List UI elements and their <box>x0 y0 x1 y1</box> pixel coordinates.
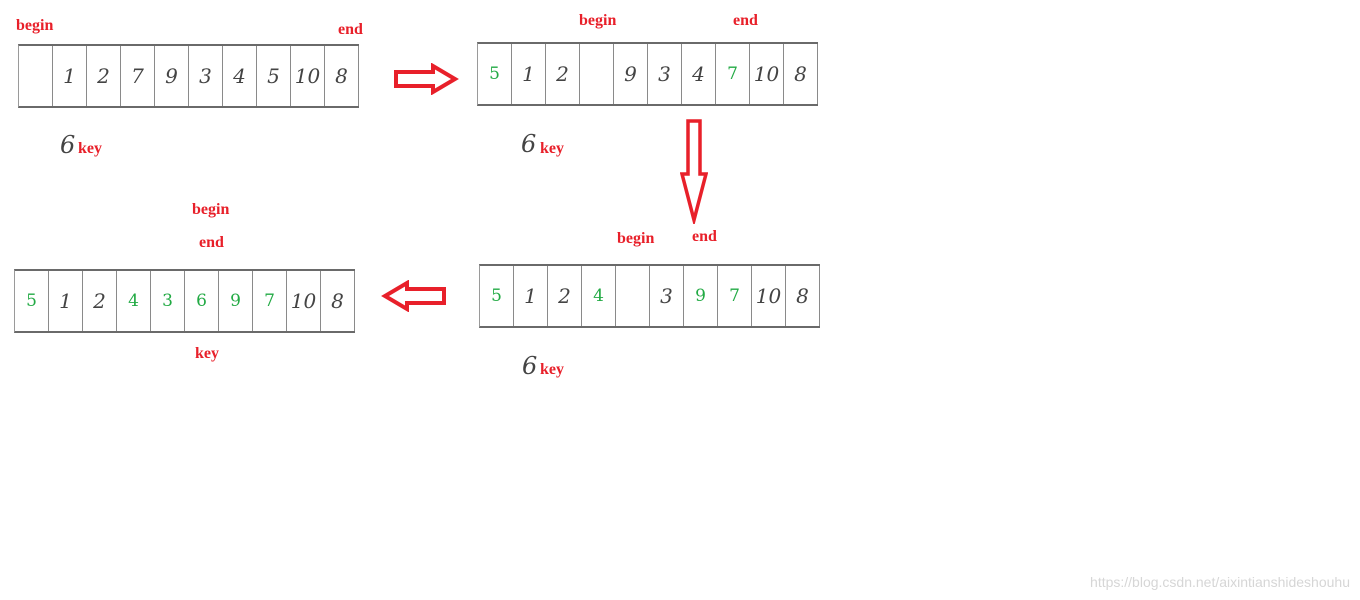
array-cell: 2 <box>546 44 580 104</box>
array-cell: 2 <box>87 46 121 106</box>
array-cell: 2 <box>548 266 582 326</box>
end-label: end <box>692 228 717 245</box>
array-cell: 10 <box>287 271 321 331</box>
begin-label: begin <box>617 230 655 247</box>
key-label: key <box>78 140 102 157</box>
array-cell: 1 <box>512 44 546 104</box>
array-cell: 9 <box>219 271 253 331</box>
array-cell: 4 <box>223 46 257 106</box>
end-label: end <box>338 21 363 38</box>
watermark: https://blog.csdn.net/aixintianshideshou… <box>1090 574 1350 590</box>
key-label: key <box>540 361 564 378</box>
array-cell: 9 <box>684 266 718 326</box>
array-cell: 7 <box>121 46 155 106</box>
array-cell: 7 <box>253 271 287 331</box>
array-cell: 8 <box>786 266 820 326</box>
empty-cell <box>580 44 614 104</box>
array-cell: 5 <box>257 46 291 106</box>
array-cell: 10 <box>752 266 786 326</box>
array-cell: 4 <box>582 266 616 326</box>
array-cell: 9 <box>155 46 189 106</box>
array-cell: 1 <box>53 46 87 106</box>
array-cell: 1 <box>49 271 83 331</box>
array-cell: 5 <box>478 44 512 104</box>
array-cell: 8 <box>784 44 818 104</box>
key-label: key <box>195 345 219 362</box>
array-cell: 8 <box>325 46 359 106</box>
key-value: 6 <box>521 130 537 158</box>
begin-label: begin <box>16 17 54 34</box>
key-label: key <box>540 140 564 157</box>
key-value: 6 <box>522 352 538 380</box>
key-value: 6 <box>60 131 76 159</box>
array-cell: 9 <box>614 44 648 104</box>
array-cell: 3 <box>151 271 185 331</box>
array-cell: 7 <box>716 44 750 104</box>
array-cell: 3 <box>650 266 684 326</box>
array-cell: 7 <box>718 266 752 326</box>
empty-cell <box>616 266 650 326</box>
begin-label: begin <box>192 201 230 218</box>
arrow-left-icon <box>381 280 446 312</box>
begin-label: begin <box>579 12 617 29</box>
empty-cell <box>19 46 53 106</box>
end-label: end <box>733 12 758 29</box>
array-cell: 5 <box>480 266 514 326</box>
end-label: end <box>199 234 224 251</box>
array-cell: 8 <box>321 271 355 331</box>
arrow-down-icon <box>680 119 708 224</box>
array-cell: 4 <box>682 44 716 104</box>
array-cell: 3 <box>189 46 223 106</box>
array-cell: 3 <box>648 44 682 104</box>
array-cell: 10 <box>750 44 784 104</box>
array-cell: 6 <box>185 271 219 331</box>
arrow-right-icon <box>394 63 459 95</box>
array-cell: 4 <box>117 271 151 331</box>
array-cell: 1 <box>514 266 548 326</box>
array-cell: 2 <box>83 271 117 331</box>
array-cell: 5 <box>15 271 49 331</box>
array-cell: 10 <box>291 46 325 106</box>
